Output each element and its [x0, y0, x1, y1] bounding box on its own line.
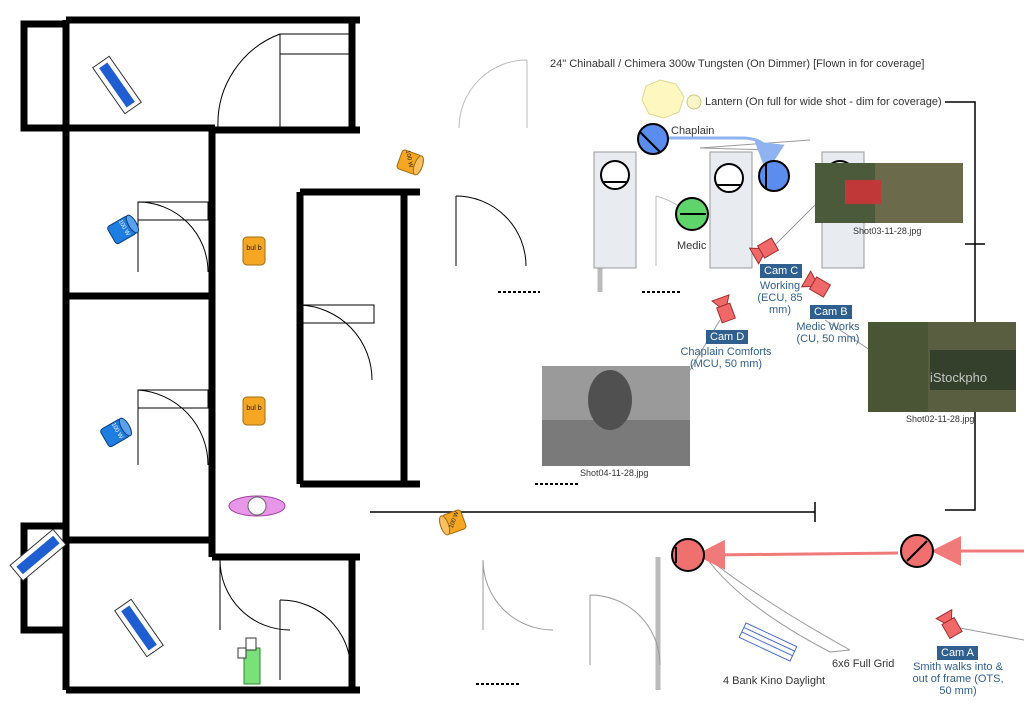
chinaball-light — [641, 79, 685, 119]
green-stand-icon — [237, 637, 261, 685]
blue-can-light-1 — [107, 214, 139, 245]
cam-c-desc: Working (ECU, 85 mm) — [757, 280, 803, 316]
can-label-2: bul b — [246, 245, 262, 252]
chaplain-move-arrow — [668, 136, 785, 173]
shot03-caption: Shot03-11-28.jpg — [853, 226, 922, 236]
blue-can-light-2 — [100, 417, 132, 448]
kino-label: 4 Bank Kino Daylight — [723, 675, 826, 687]
chinaball-label: 24" Chinaball / Chimera 300w Tungsten (O… — [550, 58, 925, 70]
cam-a-icon — [935, 608, 963, 640]
scene-lines — [370, 101, 985, 522]
actor-medic — [675, 197, 709, 231]
cam-a-desc: Smith walks into & out of frame (OTS, 50… — [912, 661, 1004, 697]
cam-c-tag: Cam C — [760, 264, 803, 278]
actor-chaplain-end — [758, 160, 790, 192]
medic-label: Medic — [677, 240, 707, 252]
cam-d-tag: Cam D — [706, 330, 749, 344]
shot02-caption: Shot02-11-28.jpg — [906, 414, 975, 424]
shot04-caption: Shot04-11-28.jpg — [580, 468, 649, 478]
can-label-3: bul b — [246, 405, 262, 412]
cam-c-icon — [748, 237, 780, 265]
kino-light-top — [92, 55, 142, 115]
actor-chaplain-start — [637, 123, 669, 155]
lantern-label: Lantern (On full for wide shot - dim for… — [705, 96, 942, 108]
chaplain-label: Chaplain — [671, 125, 715, 137]
photo-shot04 — [542, 366, 690, 466]
lantern-light — [686, 94, 702, 110]
watermark-text: iStockpho — [930, 370, 988, 385]
kino-light-bottom — [114, 598, 164, 658]
walls — [20, 16, 420, 694]
grid-label: 6x6 Full Grid — [832, 658, 895, 670]
pink-figure — [228, 495, 286, 517]
yellow-can-light-top — [396, 149, 424, 176]
actor-smith-b — [900, 534, 934, 568]
cam-a-tag: Cam A — [937, 646, 979, 660]
cam-d-icon — [711, 294, 736, 324]
window-marks — [65, 150, 682, 691]
walk-path — [695, 536, 1024, 570]
cam-b-desc: Medic Works (CU, 50 mm) — [796, 321, 860, 345]
faded-walls — [356, 16, 760, 694]
cam-d-desc: Chaplain Comforts (MCU, 50 mm) — [680, 346, 772, 370]
yellow-can-light-low — [242, 396, 266, 426]
cam-b-icon — [800, 270, 832, 298]
yellow-can-light-bottom — [439, 509, 467, 536]
yellow-can-light-mid — [242, 236, 266, 266]
photo-shot03 — [815, 163, 963, 223]
kino-daylight-bank — [738, 622, 798, 662]
doors — [137, 33, 701, 681]
kino-light-left — [9, 528, 67, 582]
actor-smith-a — [671, 538, 705, 572]
photo-shot02 — [868, 322, 1016, 412]
cam-b-tag: Cam B — [810, 305, 852, 319]
